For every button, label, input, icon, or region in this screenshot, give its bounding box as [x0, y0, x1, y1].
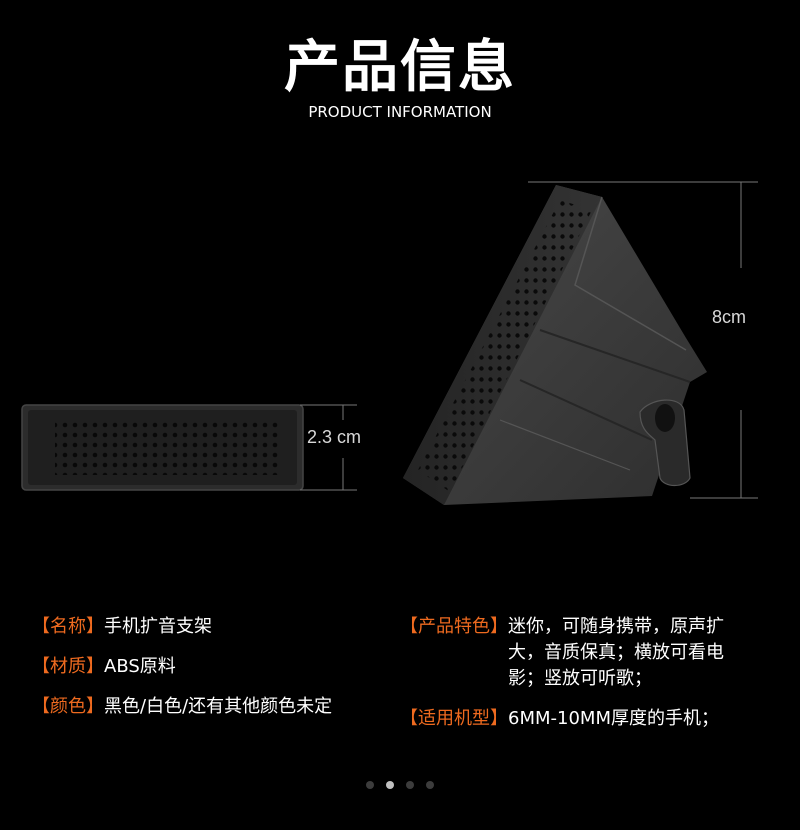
spec-tag: 【产品特色】 — [400, 616, 508, 637]
carousel-dot[interactable] — [366, 781, 374, 789]
carousel-dot[interactable] — [406, 781, 414, 789]
spec-tag: 【名称】 — [32, 616, 104, 637]
spec-value: 黑色/白色/还有其他颜色未定 — [104, 696, 333, 717]
carousel-indicator — [0, 781, 800, 789]
spec-row-features: 【产品特色】 迷你，可随身携带，原声扩大，音质保真；横放可看电影；竖放可听歌； — [400, 614, 730, 692]
height-label: 8cm — [712, 307, 747, 327]
spec-row-material: 【材质】 ABS原料 — [32, 654, 332, 680]
spec-value: 迷你，可随身携带，原声扩大，音质保真；横放可看电影；竖放可听歌； — [508, 616, 724, 689]
page-subtitle: PRODUCT INFORMATION — [308, 103, 492, 121]
spec-row-color: 【颜色】 黑色/白色/还有其他颜色未定 — [32, 694, 332, 720]
spec-tag: 【颜色】 — [32, 696, 104, 717]
spec-value: ABS原料 — [104, 656, 176, 677]
spec-row-compatible: 【适用机型】 6MM-10MM厚度的手机； — [400, 706, 730, 732]
spec-value: 手机扩音支架 — [104, 616, 212, 637]
spec-list-left: 【名称】 手机扩音支架 【材质】 ABS原料 【颜色】 黑色/白色/还有其他颜色… — [32, 614, 332, 734]
spec-value: 6MM-10MM厚度的手机； — [508, 708, 719, 729]
spec-tag: 【适用机型】 — [400, 708, 508, 729]
spec-tag: 【材质】 — [32, 656, 104, 677]
height-dimension-lines — [528, 181, 758, 499]
speaker-triangle-view — [403, 185, 707, 505]
speaker-side-view — [21, 404, 304, 491]
thickness-label: 2.3 cm — [307, 427, 362, 447]
spec-list-right: 【产品特色】 迷你，可随身携带，原声扩大，音质保真；横放可看电影；竖放可听歌； … — [400, 614, 730, 746]
thickness-dimension-lines — [300, 404, 357, 491]
page-title: 产品信息 — [284, 35, 516, 100]
spec-row-name: 【名称】 手机扩音支架 — [32, 614, 332, 640]
carousel-dot-active[interactable] — [386, 781, 394, 789]
product-illustration — [21, 181, 758, 505]
carousel-dot[interactable] — [426, 781, 434, 789]
